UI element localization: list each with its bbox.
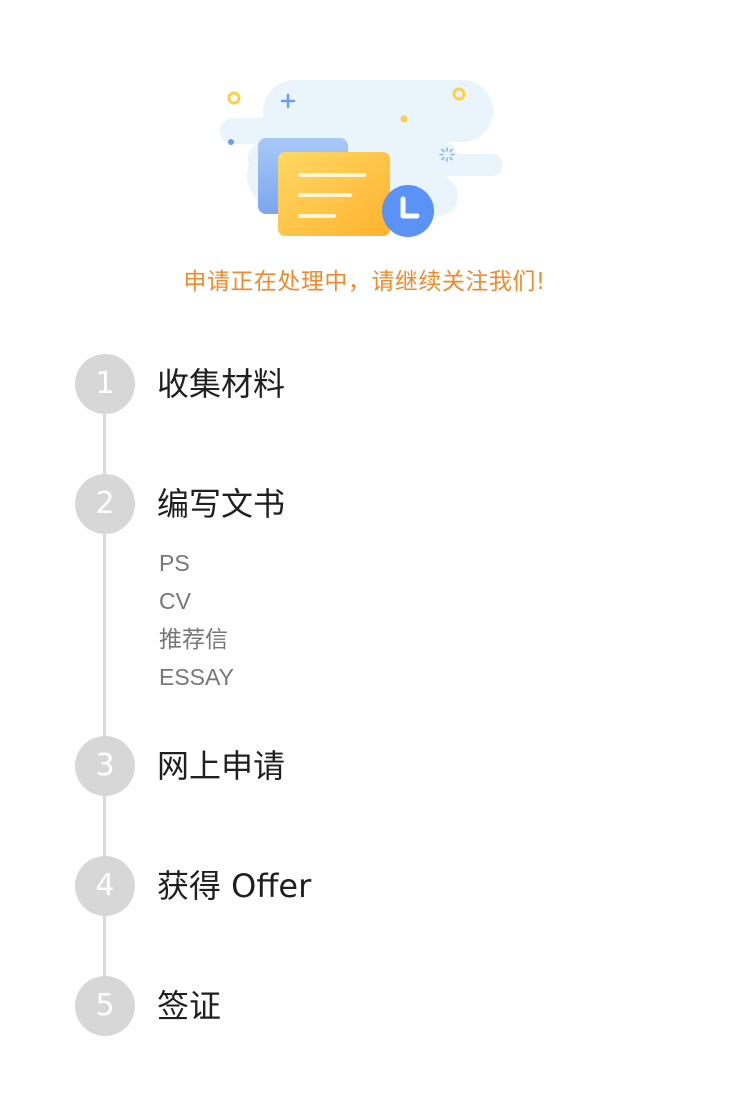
document-pending-illustration [220, 80, 503, 237]
dot-icon [228, 139, 234, 145]
plus-icon [280, 93, 296, 109]
dot-icon [400, 115, 408, 123]
ring-icon [452, 87, 466, 101]
document-item-ps: PS [159, 550, 190, 576]
front-document-icon [278, 152, 390, 236]
step-number-badge: 2 [75, 474, 135, 534]
timeline-connector [103, 384, 106, 1006]
step-number-badge: 4 [75, 856, 135, 916]
ring-icon [227, 91, 241, 105]
step-title: 收集材料 [157, 365, 286, 403]
document-item-cv: CV [159, 588, 191, 614]
status-message: 申请正在处理中，请继续关注我们! [183, 269, 546, 295]
clock-icon [382, 185, 434, 237]
step-title: 获得 Offer [157, 867, 312, 905]
document-list: PS CV 推荐信 ESSAY [159, 544, 234, 696]
document-item-recommendation: 推荐信 [159, 626, 228, 652]
step-number-badge: 5 [75, 976, 135, 1036]
document-item-essay: ESSAY [159, 664, 234, 690]
step-title: 编写文书 [157, 485, 286, 523]
step-number-badge: 1 [75, 354, 135, 414]
step-title: 网上申请 [157, 747, 286, 785]
step-number-badge: 3 [75, 736, 135, 796]
step-title: 签证 [157, 987, 222, 1025]
sparkle-icon [439, 147, 455, 162]
